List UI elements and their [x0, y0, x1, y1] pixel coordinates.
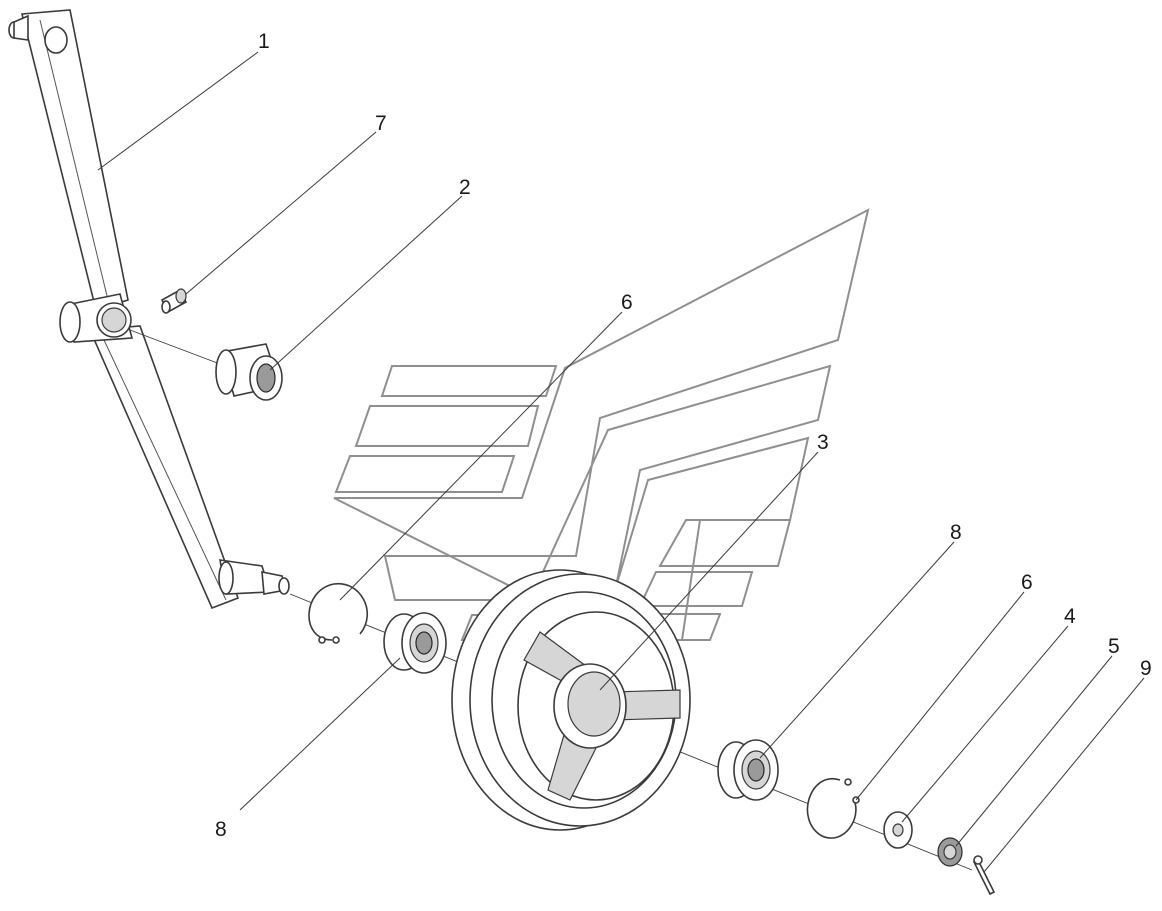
callout-2: 2	[459, 176, 471, 199]
callout-6-lower: 6	[1021, 571, 1033, 594]
callout-7: 7	[375, 112, 387, 135]
washer-part	[883, 811, 913, 849]
callout-1: 1	[258, 30, 270, 53]
bearing-left-part	[383, 612, 447, 674]
bearing-right-part	[717, 739, 779, 801]
bushing-part	[215, 343, 283, 401]
callout-numbers: 1 7 2 6 3 8 6 4 5 9 8	[215, 30, 1152, 841]
callout-4: 4	[1064, 605, 1076, 628]
callout-8-left: 8	[215, 818, 227, 841]
grease-fitting-part	[160, 288, 188, 314]
castle-nut-part	[937, 837, 963, 867]
cotter-pin-part	[972, 855, 996, 896]
hub-axis-line	[129, 329, 221, 365]
callout-5: 5	[1108, 635, 1120, 658]
callout-9: 9	[1140, 657, 1152, 680]
retaining-ring-right-part	[806, 777, 860, 839]
watermark-logo	[333, 208, 870, 641]
callout-8-right: 8	[950, 521, 962, 544]
callout-6-upper: 6	[621, 291, 633, 314]
retaining-ring-left-part	[308, 583, 369, 644]
wheel-part	[451, 569, 691, 831]
callout-3: 3	[817, 431, 829, 454]
leader-lines	[97, 51, 1145, 873]
swing-arm-part	[8, 9, 290, 610]
